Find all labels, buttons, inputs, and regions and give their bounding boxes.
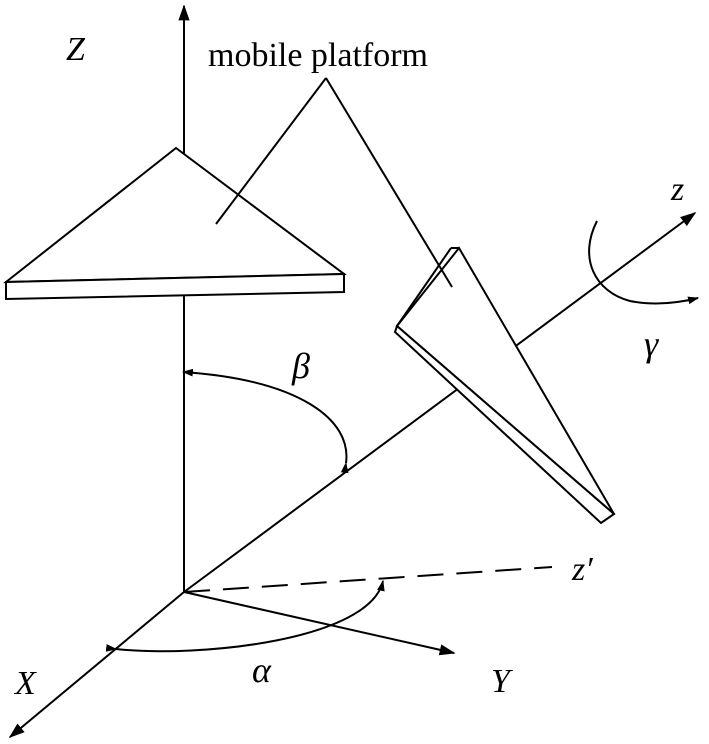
y-axis-label: Y [491,663,513,700]
tilted-z-axis [183,212,697,593]
z-prime-label: z′ [571,551,593,588]
horizontal-platform-edge [5,272,345,301]
platform-label: mobile platform [208,37,428,74]
leader-line-right [325,77,453,288]
tilted-platform-top [395,246,615,515]
gamma-arc [588,220,700,305]
tilted-platform-edge [393,324,616,525]
tilted-z-axis-label: z [670,171,684,208]
beta-label: β [291,346,310,386]
leader-line-left [215,77,327,225]
beta-arc [181,368,349,474]
horizontal-platform-top [3,146,347,284]
tilted-platform-fold [396,247,452,327]
gamma-label: γ [644,324,659,364]
x-axis [8,591,185,739]
z-prime-projection [183,566,553,593]
alpha-arc [105,579,385,653]
x-axis-label: X [13,665,37,702]
z-axis-label: Z [66,31,86,68]
y-axis [183,591,456,656]
alpha-label: α [252,650,272,690]
